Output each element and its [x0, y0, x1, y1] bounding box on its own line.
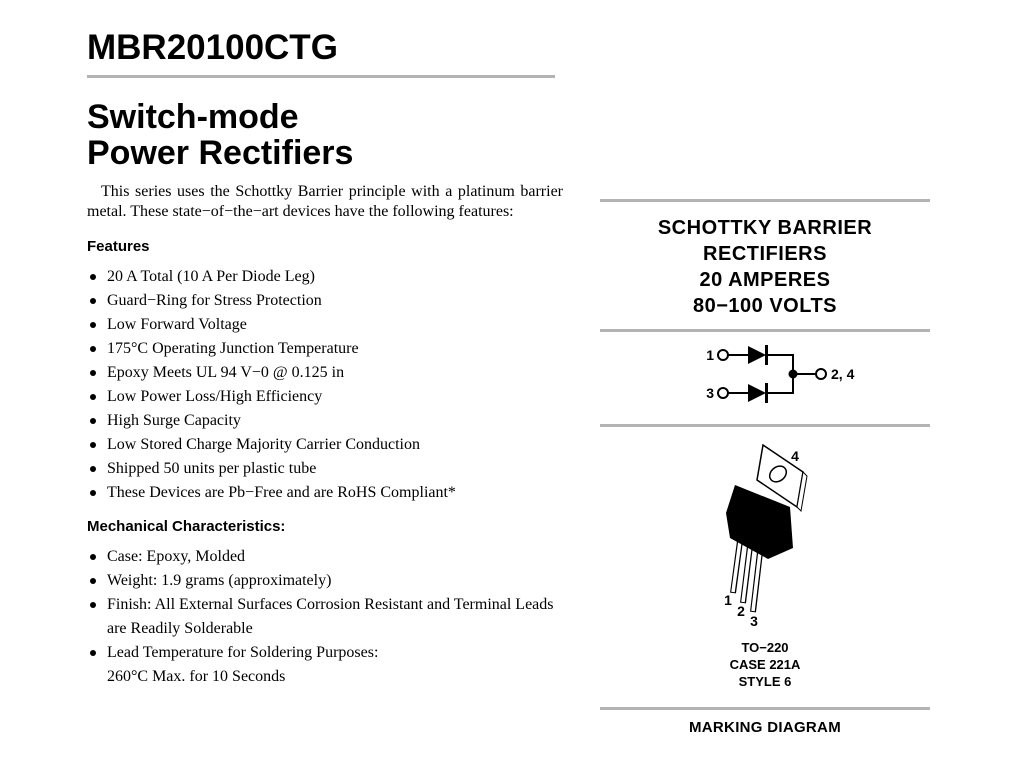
- product-summary: SCHOTTKY BARRIER RECTIFIERS 20 AMPERES 8…: [600, 215, 930, 319]
- schematic-common-label: 2, 4: [831, 366, 855, 382]
- summary-line-1: SCHOTTKY BARRIER: [657, 217, 873, 239]
- divider: [600, 424, 930, 427]
- package-lead3-label: 3: [750, 613, 758, 629]
- list-item: Low Stored Charge Majority Carrier Condu…: [87, 433, 563, 457]
- common-terminal: [815, 368, 827, 380]
- part-number: MBR20100CTG: [87, 28, 338, 67]
- diode1-cathode-bar: [765, 345, 768, 365]
- list-item: Shipped 50 units per plastic tube: [87, 457, 563, 481]
- package-body: [726, 485, 793, 559]
- list-item: Weight: 1.9 grams (approximately): [87, 569, 563, 593]
- divider: [600, 329, 930, 332]
- intro-paragraph: This series uses the Schottky Barrier pr…: [87, 183, 563, 220]
- case-line-case: CASE 221A: [729, 657, 801, 672]
- lead1-face: [731, 540, 742, 593]
- list-item: Finish: All External Surfaces Corrosion …: [87, 593, 563, 641]
- schematic-pin1-label: 1: [706, 347, 714, 363]
- mounting-hole: [768, 465, 788, 483]
- marking-diagram-heading: MARKING DIAGRAM: [689, 719, 841, 736]
- main-content-column: MBR20100CTG Switch-mode Power Rectifiers…: [87, 28, 563, 689]
- pin1-terminal: [717, 349, 729, 361]
- diode2-anode-triangle: [748, 384, 766, 402]
- case-line-package: TO−220: [741, 640, 789, 655]
- pin3-terminal: [717, 387, 729, 399]
- lead3-face: [751, 551, 762, 612]
- list-item: Lead Temperature for Soldering Purposes:…: [87, 641, 563, 689]
- list-item: High Surge Capacity: [87, 409, 563, 433]
- package-tab-edge: [796, 470, 808, 513]
- divider: [600, 199, 930, 202]
- list-item: Case: Epoxy, Molded: [87, 545, 563, 569]
- to220-package-drawing: 4 1 2 3: [724, 443, 808, 629]
- dual-diode-schematic: 1 3 2, 4: [706, 345, 855, 403]
- document-title: Switch-mode Power Rectifiers: [87, 98, 354, 172]
- schematic-pin3-label: 3: [706, 385, 714, 401]
- package-lead1-label: 1: [724, 592, 732, 608]
- summary-line-4: 80−100 VOLTS: [692, 295, 838, 317]
- summary-line-2: RECTIFIERS: [703, 243, 827, 265]
- case-line-style: STYLE 6: [738, 674, 792, 689]
- package-tab-label: 4: [791, 448, 799, 464]
- features-list: 20 A Total (10 A Per Diode Leg)Guard−Rin…: [87, 265, 563, 505]
- list-item: 175°C Operating Junction Temperature: [87, 337, 563, 361]
- list-item: Guard−Ring for Stress Protection: [87, 289, 563, 313]
- title-divider: [87, 75, 555, 78]
- features-heading: Features: [87, 238, 150, 255]
- list-item: These Devices are Pb−Free and are RoHS C…: [87, 481, 563, 505]
- summary-line-3: 20 AMPERES: [699, 269, 831, 291]
- case-info: TO−220 CASE 221A STYLE 6: [600, 639, 930, 690]
- lead2-face: [741, 545, 752, 603]
- list-item: Low Forward Voltage: [87, 313, 563, 337]
- list-item: 20 A Total (10 A Per Diode Leg): [87, 265, 563, 289]
- sidebar-column: SCHOTTKY BARRIER RECTIFIERS 20 AMPERES 8…: [600, 199, 930, 737]
- diode2-cathode-bar: [765, 383, 768, 403]
- mechanical-heading: Mechanical Characteristics:: [87, 518, 286, 535]
- diode1-anode-triangle: [748, 346, 766, 364]
- list-item: Epoxy Meets UL 94 V−0 @ 0.125 in: [87, 361, 563, 385]
- divider: [600, 707, 930, 710]
- list-item: Low Power Loss/High Efficiency: [87, 385, 563, 409]
- package-lead2-label: 2: [737, 603, 745, 619]
